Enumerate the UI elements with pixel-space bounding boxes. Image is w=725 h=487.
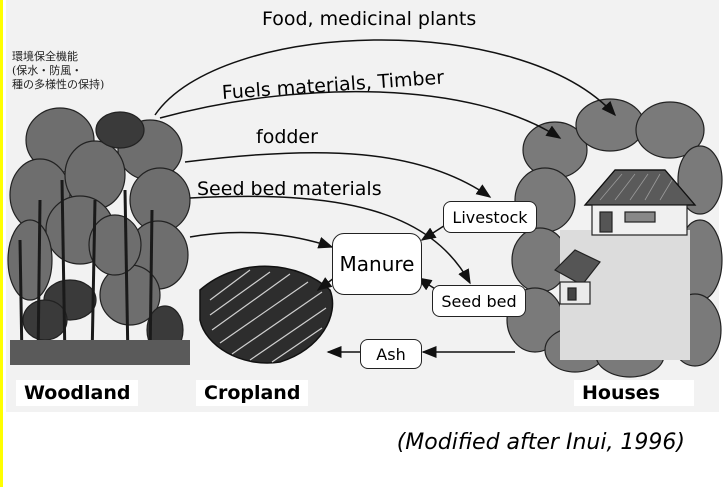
manure-box: Manure bbox=[332, 233, 422, 295]
woodland-trees-drawing bbox=[8, 108, 190, 365]
arrow-seed-bed-materials bbox=[190, 196, 470, 283]
cropland-field-drawing bbox=[200, 266, 333, 363]
livestock-box: Livestock bbox=[443, 201, 537, 233]
source-caption: (Modified after Inui, 1996) bbox=[397, 430, 685, 455]
houses-trees-drawing bbox=[507, 99, 722, 377]
ash-box: Ash bbox=[360, 339, 422, 369]
flow-label-fodder: fodder bbox=[256, 126, 318, 148]
arrow-woodland-manure bbox=[190, 232, 332, 247]
flow-label-seed-bed-materials: Seed bed materials bbox=[197, 178, 382, 200]
seed-bed-box: Seed bed bbox=[432, 285, 526, 317]
arrow-fuels bbox=[160, 92, 560, 138]
flow-label-food: Food, medicinal plants bbox=[262, 8, 476, 30]
cropland-label: Cropland bbox=[196, 380, 308, 406]
japanese-annotation: 環境保全機能 (保水・防風・ 種の多様性の保持) bbox=[12, 50, 104, 92]
woodland-label: Woodland bbox=[16, 380, 138, 406]
houses-label: Houses bbox=[574, 380, 694, 406]
